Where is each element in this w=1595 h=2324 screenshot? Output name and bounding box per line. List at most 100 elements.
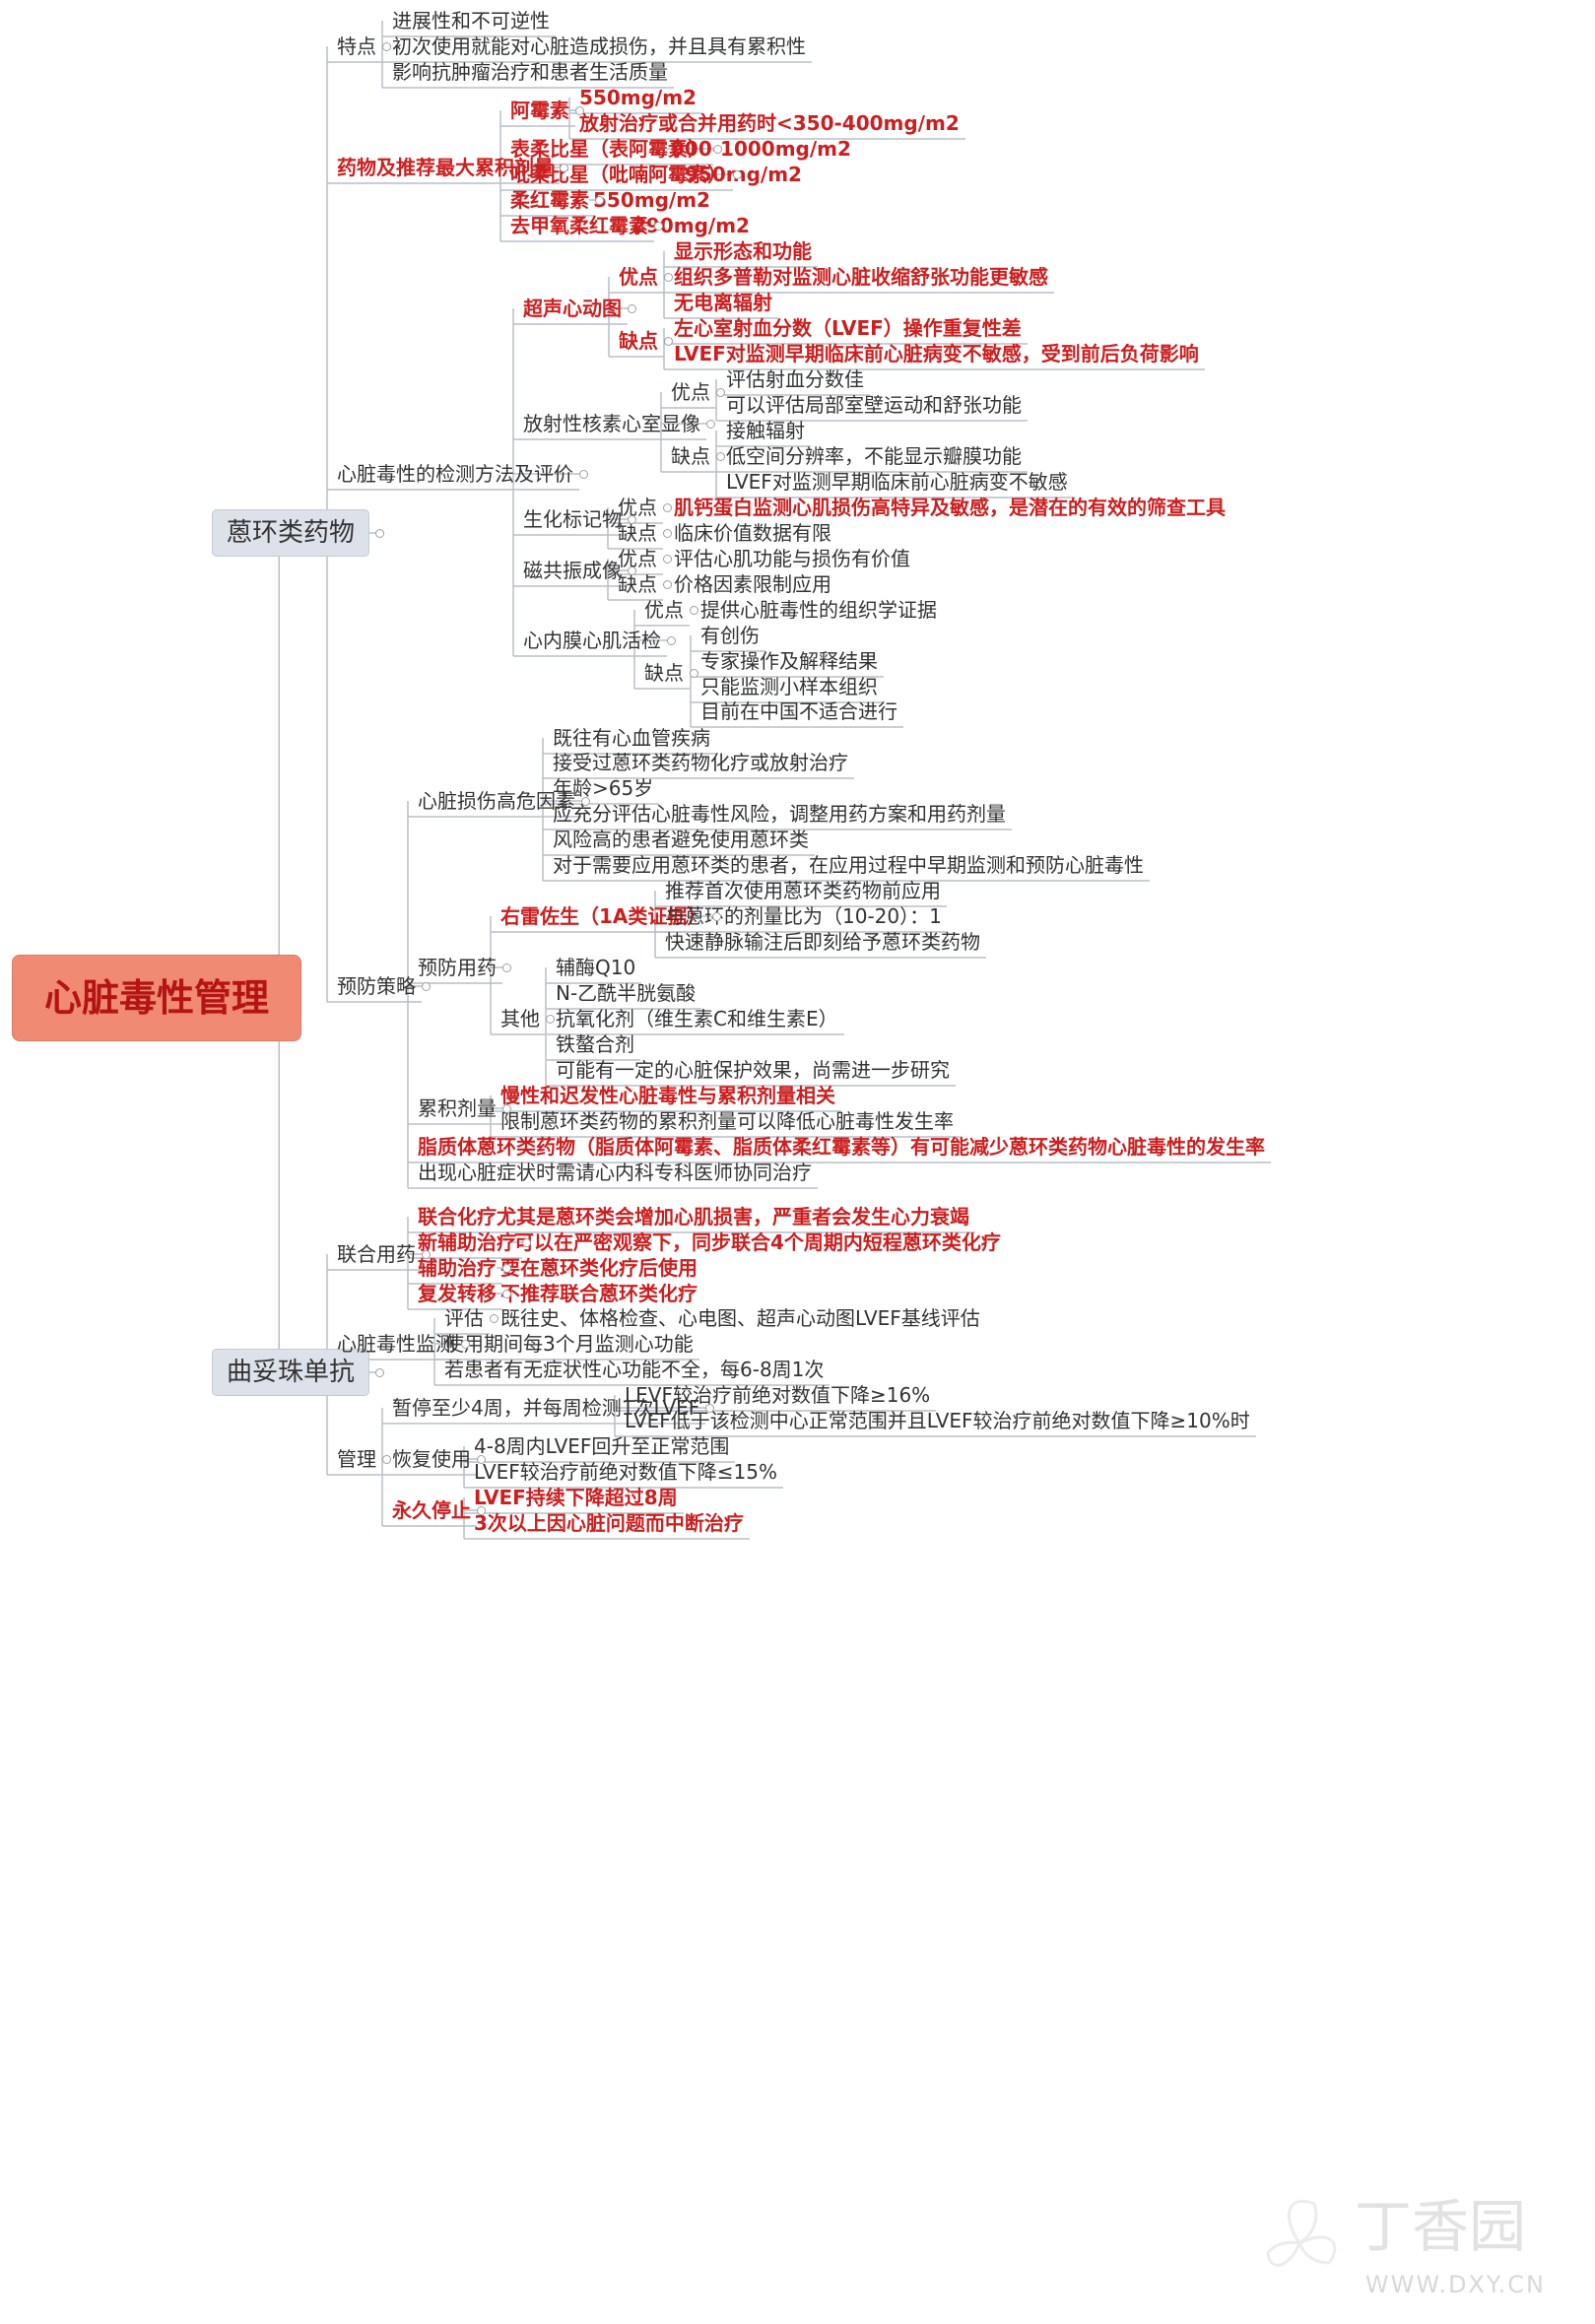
collapse-toggle-icon[interactable] (733, 170, 742, 179)
node-drugs-max-dose[interactable]: 药物及推荐最大累积剂量 (337, 156, 554, 179)
leaf: 脂质体蒽环类药物（脂质体阿霉素、脂质体柔红霉素等）有可能减少蒽环类药物心脏毒性的… (418, 1135, 1265, 1159)
node-recurrence[interactable]: 复发转移 (418, 1282, 497, 1305)
node-others[interactable]: 其他 (500, 1007, 540, 1030)
drug-epirubicin[interactable]: 表柔比星（表阿霉素） (510, 137, 707, 161)
collapse-toggle-icon[interactable] (713, 145, 722, 154)
collapse-toggle-icon[interactable] (422, 982, 431, 991)
collapse-toggle-icon[interactable] (579, 470, 588, 479)
collapse-toggle-icon[interactable] (628, 566, 636, 575)
branch-trastuzumab[interactable]: 曲妥珠单抗 (212, 1349, 370, 1396)
node-echocardiography[interactable]: 超声心动图 (523, 297, 622, 320)
leaf: 评估心肌功能与损伤有价值 (674, 547, 910, 570)
node-cumulative-dose[interactable]: 累积剂量 (418, 1096, 497, 1120)
node-cons[interactable]: 缺点 (644, 661, 684, 685)
leaf: 专家操作及解释结果 (700, 649, 878, 673)
node-pros[interactable]: 优点 (671, 380, 710, 404)
leaf: 初次使用就能对心脏造成损伤，并且具有累积性 (392, 34, 806, 58)
collapse-toggle-icon[interactable] (595, 196, 604, 205)
collapse-toggle-icon[interactable] (502, 1104, 511, 1113)
drug-doxorubicin[interactable]: 阿霉素 (510, 99, 569, 122)
leaf: 辅酶Q10 (556, 956, 636, 979)
collapse-toggle-icon[interactable] (375, 529, 384, 538)
collapse-toggle-icon[interactable] (560, 164, 568, 172)
collapse-toggle-icon[interactable] (581, 797, 590, 806)
collapse-toggle-icon[interactable] (546, 1015, 555, 1024)
collapse-toggle-icon[interactable] (490, 1314, 498, 1323)
node-cons[interactable]: 缺点 (619, 329, 658, 353)
node-management[interactable]: 管理 (337, 1447, 376, 1471)
node-monitoring[interactable]: 心脏毒性监测 (337, 1332, 455, 1356)
leaf: 临床价值数据有限 (674, 521, 831, 545)
node-cons[interactable]: 缺点 (671, 444, 710, 468)
node-mri[interactable]: 磁共振成像 (523, 559, 622, 582)
collapse-toggle-icon[interactable] (628, 515, 636, 524)
node-dexrazoxane[interactable]: 右雷佐生（1A类证据） (500, 904, 707, 928)
node-cons[interactable]: 缺点 (618, 572, 657, 596)
collapse-toggle-icon[interactable] (522, 1238, 531, 1247)
collapse-toggle-icon[interactable] (712, 912, 721, 921)
drug-idarubicin[interactable]: 去甲氧柔红霉素 (510, 214, 648, 237)
leaf: 影响抗肿瘤治疗和患者生活质量 (392, 60, 668, 84)
collapse-toggle-icon[interactable] (663, 555, 672, 564)
collapse-toggle-icon[interactable] (502, 1290, 511, 1298)
collapse-toggle-icon[interactable] (654, 222, 663, 231)
collapse-toggle-icon[interactable] (663, 503, 672, 512)
node-permanent-stop[interactable]: 永久停止 (392, 1498, 471, 1522)
collapse-toggle-icon[interactable] (502, 1264, 511, 1273)
collapse-toggle-icon[interactable] (706, 420, 715, 429)
node-risk-factors[interactable]: 心脏损伤高危因素 (418, 789, 575, 813)
collapse-toggle-icon[interactable] (664, 273, 673, 282)
leaf: 联合化疗尤其是蒽环类会增加心肌损害，严重者会发生心力衰竭 (418, 1205, 969, 1228)
collapse-toggle-icon[interactable] (690, 606, 698, 615)
leaf: 组织多普勒对监测心脏收缩舒张功能更敏感 (674, 265, 1048, 289)
collapse-toggle-icon[interactable] (663, 529, 672, 538)
collapse-toggle-icon[interactable] (422, 1250, 431, 1259)
node-adjuvant[interactable]: 辅助治疗 (418, 1256, 497, 1280)
node-pros[interactable]: 优点 (618, 547, 657, 570)
collapse-toggle-icon[interactable] (461, 1340, 470, 1349)
leaf: 对于需要应用蒽环类的患者，在应用过程中早期监测和预防心脏毒性 (553, 853, 1144, 877)
node-assessment[interactable]: 评估 (444, 1306, 484, 1330)
collapse-toggle-icon[interactable] (575, 106, 584, 115)
node-combination[interactable]: 联合用药 (337, 1242, 416, 1266)
collapse-toggle-icon[interactable] (477, 1455, 486, 1464)
node-suspend[interactable]: 暂停至少4周，并每周检测1次LVEF (392, 1396, 700, 1420)
collapse-toggle-icon[interactable] (375, 1368, 384, 1377)
leaf: 显示形态和功能 (674, 239, 812, 263)
collapse-toggle-icon[interactable] (690, 669, 698, 678)
node-cons[interactable]: 缺点 (618, 521, 657, 545)
node-biopsy[interactable]: 心内膜心肌活检 (523, 629, 661, 652)
node-prevention[interactable]: 预防策略 (337, 974, 416, 998)
collapse-toggle-icon[interactable] (382, 42, 391, 51)
node-neoadjuvant[interactable]: 新辅助治疗 (418, 1230, 516, 1254)
collapse-toggle-icon[interactable] (716, 452, 725, 461)
leaf: 出现心脏症状时需请心内科专科医师协同治疗 (418, 1161, 812, 1184)
root-node[interactable]: 心脏毒性管理 (12, 955, 302, 1041)
node-pros[interactable]: 优点 (619, 265, 658, 289)
leaf: N-乙酰半胱氨酸 (556, 981, 697, 1005)
collapse-toggle-icon[interactable] (502, 963, 511, 972)
collapse-toggle-icon[interactable] (382, 1455, 391, 1464)
drug-daunorubicin[interactable]: 柔红霉素 (510, 188, 589, 212)
node-preventive-drugs[interactable]: 预防用药 (418, 956, 497, 979)
collapse-toggle-icon[interactable] (628, 304, 636, 313)
node-radionuclide[interactable]: 放射性核素心室显像 (523, 412, 700, 435)
node-pros[interactable]: 优点 (618, 496, 657, 519)
branch-anthracycline[interactable]: 蒽环类药物 (212, 509, 370, 557)
leaf: 年龄>65岁 (553, 776, 654, 800)
node-biomarkers[interactable]: 生化标记物 (523, 507, 622, 531)
collapse-toggle-icon[interactable] (477, 1506, 486, 1515)
collapse-toggle-icon[interactable] (664, 337, 673, 346)
leaf: 抗氧化剂（维生素C和维生素E） (556, 1007, 838, 1030)
leaf: 既往史、体格检查、心电图、超声心动图LVEF基线评估 (500, 1306, 980, 1330)
collapse-toggle-icon[interactable] (667, 636, 676, 645)
node-features[interactable]: 特点 (337, 34, 376, 58)
node-detection-methods[interactable]: 心脏毒性的检测方法及评价 (337, 462, 573, 486)
node-pros[interactable]: 优点 (644, 598, 684, 622)
collapse-toggle-icon[interactable] (705, 1404, 714, 1413)
node-resume[interactable]: 恢复使用 (392, 1447, 471, 1471)
collapse-toggle-icon[interactable] (716, 388, 725, 397)
collapse-toggle-icon[interactable] (663, 580, 672, 589)
leaf: 900-1000mg/m2 (671, 137, 851, 161)
